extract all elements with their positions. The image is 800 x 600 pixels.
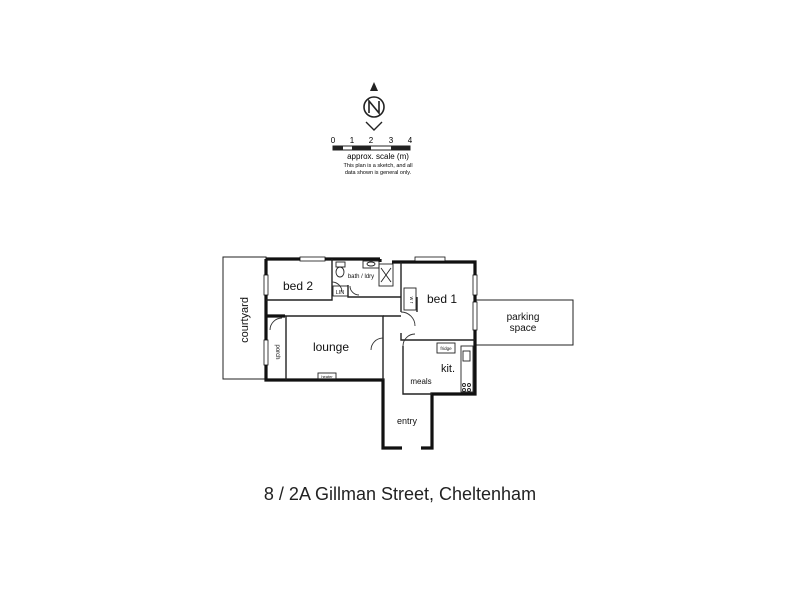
room-label-fridge: fridge: [440, 346, 452, 351]
door-swings: [269, 281, 416, 351]
room-label-space: space: [510, 323, 537, 334]
property-address: 8 / 2A Gillman Street, Cheltenham: [263, 484, 537, 504]
scale-disclaimer-1: This plan is a sketch, and all: [343, 163, 412, 169]
windows: [263, 256, 478, 366]
scale-disclaimer-2: data shown is general only.: [345, 170, 412, 176]
scale-tick-3: 3: [389, 136, 394, 145]
room-label-lounge: lounge: [313, 340, 349, 354]
room-label-parking: parking: [507, 312, 540, 323]
north-arrow-icon: [363, 82, 385, 131]
room-label-courtyard: courtyard: [239, 297, 251, 343]
room-label-heater: heater: [321, 374, 333, 379]
room-label-bath-ldry: bath / ldry: [348, 274, 374, 280]
toilet-fixture: [335, 261, 346, 268]
scale-tick-1: 1: [350, 136, 355, 145]
kitchen-bench: [460, 345, 474, 393]
room-label-meals: meals: [410, 377, 431, 386]
fixtures: [317, 260, 474, 393]
room-label-kit: kit.: [441, 363, 455, 375]
room-labels: courtyard bed 2 bath / ldry LIN bed 1 w …: [239, 274, 539, 426]
room-label-bed1: bed 1: [427, 292, 457, 306]
scale-bar: 0 1 2 3 4 approx. scale (m) This plan is…: [331, 136, 413, 176]
robe-fixture: [403, 287, 417, 311]
room-label-bed2: bed 2: [283, 279, 313, 293]
room-label-porch: porch: [274, 344, 280, 359]
scale-tick-2: 2: [369, 136, 374, 145]
interior-walls: [266, 259, 475, 395]
room-label-entry: entry: [397, 416, 418, 426]
scale-tick-0: 0: [331, 136, 336, 145]
linen-cupboard: [332, 285, 349, 297]
scale-tick-4: 4: [408, 136, 413, 145]
bath-tub: [378, 263, 394, 287]
room-label-wr: w r: [408, 297, 414, 304]
scale-caption: approx. scale (m): [347, 152, 409, 161]
heater-unit: [317, 372, 337, 380]
fridge-space: [436, 342, 456, 354]
room-label-lin: LIN: [336, 290, 345, 296]
